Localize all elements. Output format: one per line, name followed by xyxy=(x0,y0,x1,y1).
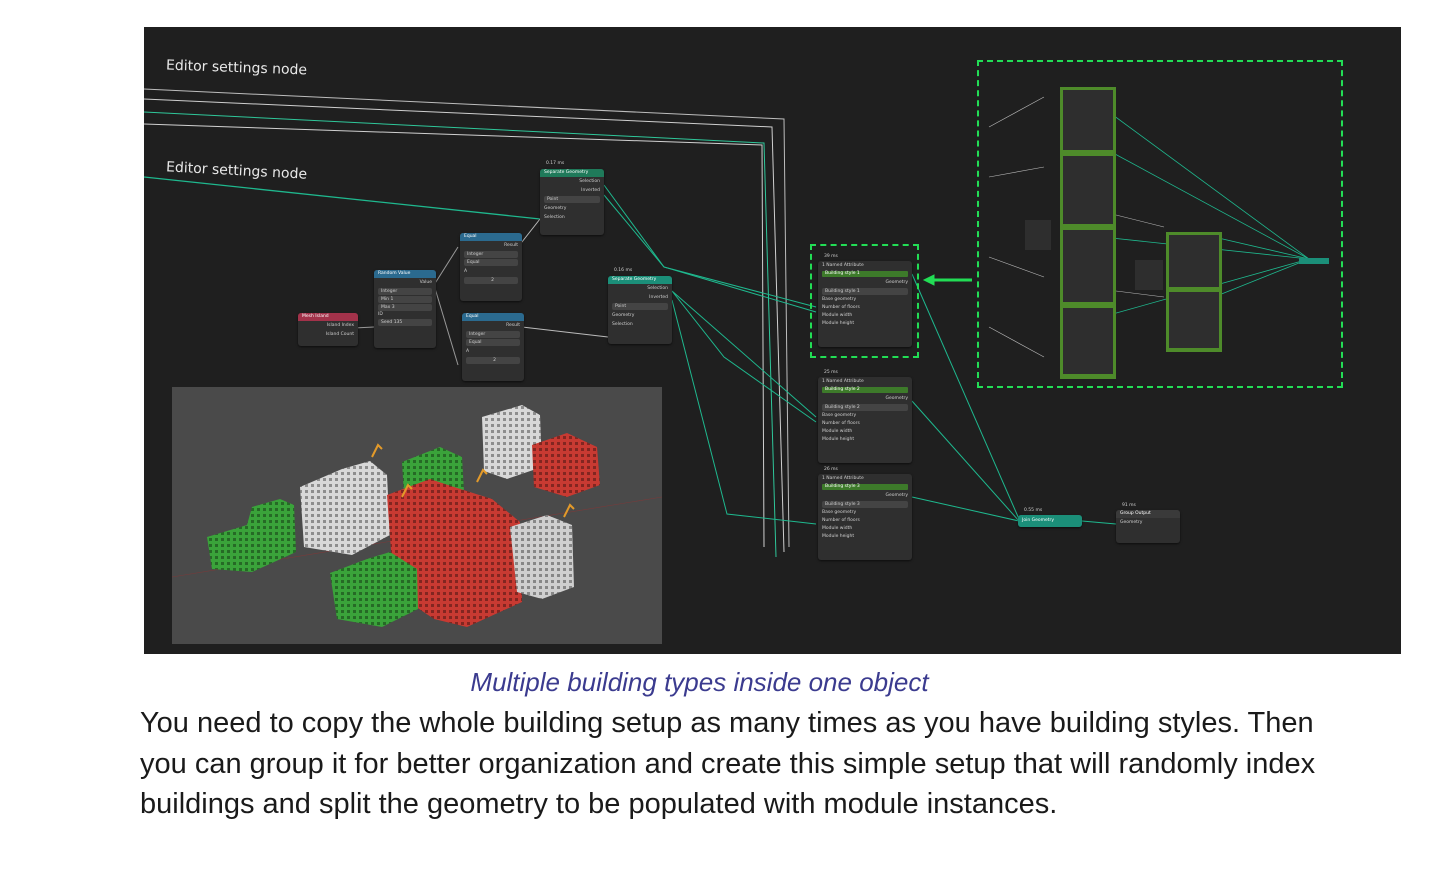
buildings-render xyxy=(171,405,663,627)
node-timing: 39 ms xyxy=(824,254,838,259)
input-socket-label: Number of floors xyxy=(822,518,860,523)
node-group-selector[interactable]: Building style 1 xyxy=(822,288,908,295)
attribute-name-field[interactable]: Building style 1 xyxy=(822,271,908,277)
input-socket-label: Base geometry xyxy=(822,510,857,515)
node-group-selector[interactable]: Building style 3 xyxy=(822,501,908,508)
max-field[interactable]: Max 3 xyxy=(378,304,432,311)
node-title: Group Output xyxy=(1116,510,1180,518)
join-geometry-node[interactable]: Join Geometry xyxy=(1018,515,1082,527)
random-value-node[interactable]: Random Value Value Integer Min 1 Max 3 I… xyxy=(374,270,436,348)
input-socket-label: Module width xyxy=(822,313,853,318)
node-timing: 91 ms xyxy=(1122,503,1136,508)
input-socket-label: Number of floors xyxy=(822,421,860,426)
input-socket-label: Module height xyxy=(822,534,855,539)
min-label: Min xyxy=(381,297,389,302)
output-socket-label: Selection xyxy=(647,286,668,291)
node-timing: 25 ms xyxy=(824,370,838,375)
min-field[interactable]: Min 1 xyxy=(378,296,432,303)
input-socket-label: Geometry xyxy=(1120,520,1143,525)
node-timing: 26 ms xyxy=(824,467,838,472)
compare-equal-node[interactable]: Equal Result Integer Equal A 2 xyxy=(460,233,522,301)
seed-value: 135 xyxy=(393,320,403,325)
node-title: Equal xyxy=(462,313,524,321)
node-title: Random Value xyxy=(374,270,436,278)
highlighted-node-box xyxy=(810,244,919,358)
max-label: Max xyxy=(381,305,391,310)
compare-equal-node[interactable]: Equal Result Integer Equal A 2 xyxy=(462,313,524,381)
node-group-selector[interactable]: Building style 2 xyxy=(822,404,908,411)
grouped-setup-box xyxy=(977,60,1343,388)
figure-caption: Multiple building types inside one objec… xyxy=(0,665,1440,699)
building-style-group-node[interactable]: 1 Named Attribute Building style 1 Geome… xyxy=(818,261,912,347)
output-socket-label: Geometry xyxy=(885,396,908,401)
domain-dropdown[interactable]: Point xyxy=(544,196,600,203)
mode-dropdown[interactable]: Equal xyxy=(464,259,518,266)
output-socket-label: Island Index xyxy=(326,323,354,328)
node-title: Equal xyxy=(460,233,522,241)
input-socket-label: Geometry xyxy=(544,206,567,211)
node-title: Join Geometry xyxy=(1018,515,1082,527)
id-socket-label: ID xyxy=(378,312,383,317)
input-socket-label: A xyxy=(464,269,468,274)
input-socket-label: Module height xyxy=(822,437,855,442)
named-attribute-label: 1 Named Attribute xyxy=(822,379,864,384)
mode-dropdown[interactable]: Equal xyxy=(466,339,520,346)
node-title: Mesh Island xyxy=(298,313,358,321)
output-socket-label: Inverted xyxy=(581,188,600,193)
input-socket-label: A xyxy=(466,349,470,354)
node-title: Separate Geometry xyxy=(608,276,672,284)
seed-label: Seed xyxy=(381,320,393,325)
output-socket-label: Value xyxy=(419,280,432,285)
separate-geometry-node[interactable]: Separate Geometry Selection Inverted Poi… xyxy=(608,276,672,344)
type-dropdown[interactable]: Integer xyxy=(466,331,520,338)
figure-caption-text: Multiple building types inside one objec… xyxy=(470,667,929,697)
domain-dropdown[interactable]: Point xyxy=(612,303,668,310)
body-paragraph: You need to copy the whole building setu… xyxy=(140,707,1316,820)
seed-field[interactable]: Seed 135 xyxy=(378,319,432,326)
input-socket-label: Module width xyxy=(822,429,853,434)
b-value-field[interactable]: 2 xyxy=(464,277,518,284)
output-socket-label: Selection xyxy=(579,179,600,184)
input-socket-label: Selection xyxy=(544,215,565,220)
output-socket-label: Island Count xyxy=(325,332,354,337)
node-title: Separate Geometry xyxy=(540,169,604,177)
input-socket-label: Base geometry xyxy=(822,297,857,302)
min-value: 1 xyxy=(390,297,394,302)
input-socket-label: Module width xyxy=(822,526,853,531)
input-socket-label: Geometry xyxy=(612,313,635,318)
attribute-name-field[interactable]: Building style 3 xyxy=(822,484,908,490)
input-socket-label: Module height xyxy=(822,321,855,326)
node-timing: 0.55 ms xyxy=(1024,508,1043,513)
input-socket-label: Selection xyxy=(612,322,633,327)
max-value: 3 xyxy=(391,305,395,310)
type-dropdown[interactable]: Integer xyxy=(378,288,432,295)
3d-viewport[interactable] xyxy=(171,387,663,644)
output-socket-label: Geometry xyxy=(885,280,908,285)
group-output-node[interactable]: Group Output Geometry xyxy=(1116,510,1180,543)
type-dropdown[interactable]: Integer xyxy=(464,251,518,258)
output-socket-label: Result xyxy=(506,323,520,328)
input-socket-label: Base geometry xyxy=(822,413,857,418)
separate-geometry-node[interactable]: Separate Geometry Selection Inverted Poi… xyxy=(540,169,604,235)
named-attribute-label: 1 Named Attribute xyxy=(822,263,864,268)
node-timing: 0.16 ms xyxy=(614,268,633,273)
output-socket-label: Geometry xyxy=(885,493,908,498)
grouped-setup-overview xyxy=(1025,87,1329,379)
attribute-name-field[interactable]: Building style 2 xyxy=(822,387,908,393)
output-socket-label: Inverted xyxy=(649,295,668,300)
building-style-group-node[interactable]: 1 Named Attribute Building style 3 Geome… xyxy=(818,474,912,560)
named-attribute-label: 1 Named Attribute xyxy=(822,476,864,481)
input-socket-label: Number of floors xyxy=(822,305,860,310)
node-timing: 0.17 ms xyxy=(546,161,565,166)
building-style-group-node[interactable]: 1 Named Attribute Building style 2 Geome… xyxy=(818,377,912,463)
output-socket-label: Result xyxy=(504,243,518,248)
node-editor-screenshot: Editor settings node Editor settings nod… xyxy=(144,27,1401,654)
mesh-island-node[interactable]: Mesh Island Island Index Island Count xyxy=(298,313,358,346)
b-value-field[interactable]: 2 xyxy=(466,357,520,364)
